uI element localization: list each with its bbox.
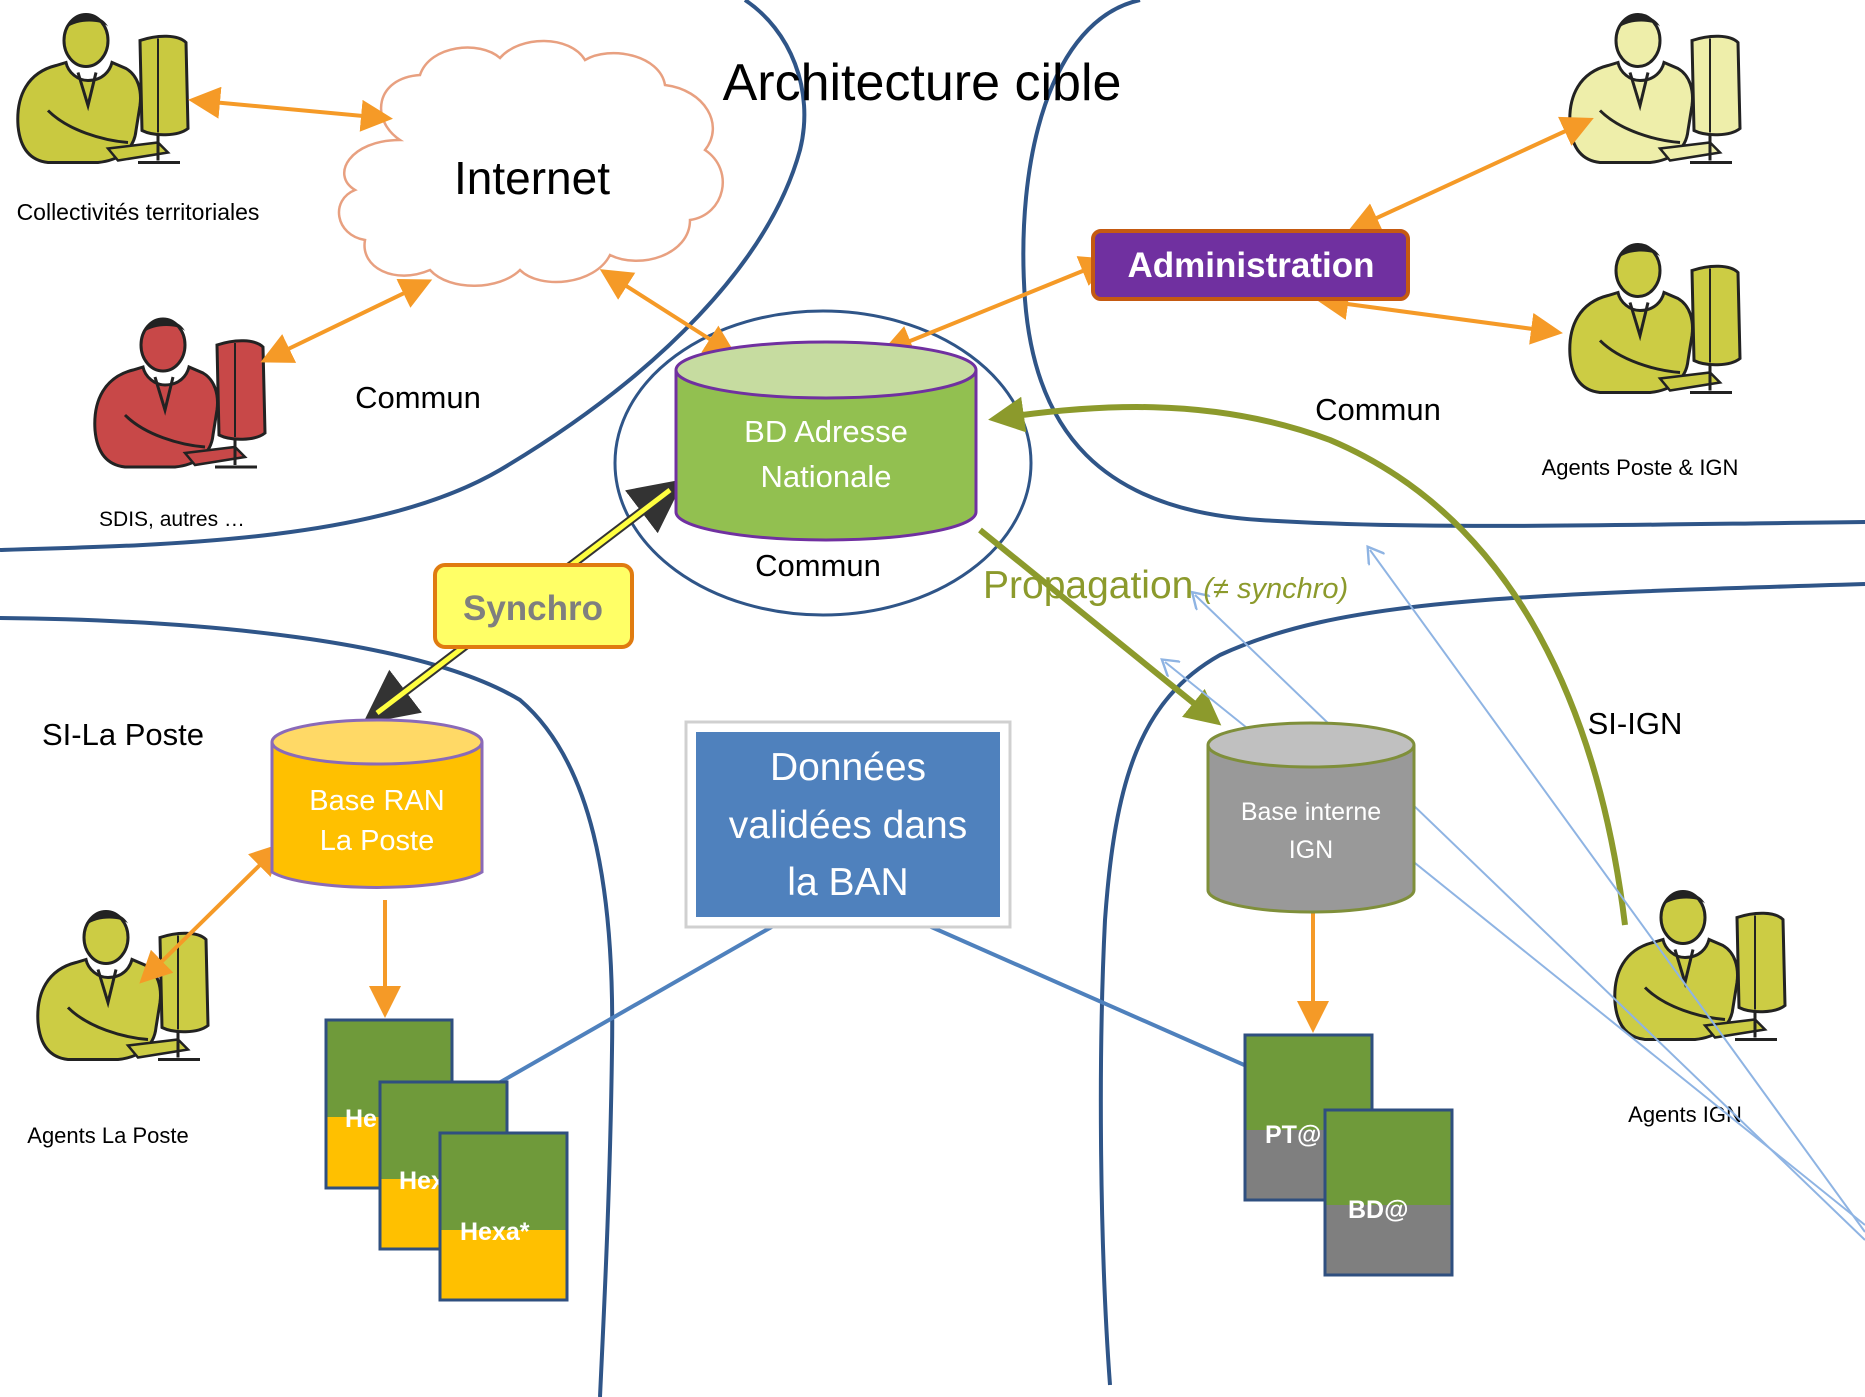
- administration-box: Administration: [1091, 229, 1410, 301]
- product-card: BD@: [1323, 1108, 1454, 1277]
- donnees-line2: validées dans: [729, 804, 968, 847]
- product-label: BD@: [1348, 1196, 1409, 1224]
- actor-label: Agents IGN: [1628, 1102, 1742, 1127]
- product-label: Hex: [399, 1167, 445, 1195]
- boundary-commun-left: [0, 0, 807, 552]
- donnees-box: Données validées dans la BAN: [684, 720, 1012, 929]
- arrow-agents-admin: [1347, 116, 1594, 233]
- boundary-commun-right: [1021, 0, 1865, 528]
- arrow-admin-agents: [1316, 288, 1563, 345]
- product-card: Hexa*: [438, 1131, 569, 1302]
- ign-database: Base interne IGN: [1206, 721, 1416, 914]
- arrow-sdis-internet: [260, 279, 433, 363]
- boundary-ign: [1098, 582, 1865, 1386]
- arrow-agents-ign-ban: [988, 396, 1628, 926]
- product-label: He: [345, 1105, 377, 1133]
- ran-label-line2: La Poste: [320, 825, 434, 857]
- donnees-line3: la BAN: [787, 861, 908, 904]
- arrow-ban-ign: [978, 527, 1222, 726]
- person-icon: [1568, 242, 1742, 395]
- page-title: Architecture cible: [723, 54, 1122, 112]
- product-label: Hexa*: [460, 1218, 530, 1246]
- ran-label-line1: Base RAN: [309, 785, 444, 817]
- arrow-collectivites-internet: [188, 86, 393, 132]
- synchro-box: Synchro: [433, 563, 634, 649]
- synchro-label: Synchro: [463, 589, 603, 628]
- ban-label-line2: Nationale: [761, 459, 892, 494]
- ign-label-line2: IGN: [1289, 836, 1333, 864]
- person-icon: [93, 317, 267, 469]
- propagation-arrows: [978, 396, 1628, 926]
- internet-cloud: Internet: [337, 39, 724, 287]
- person-icon: [36, 909, 210, 1062]
- donnees-arrows: [448, 920, 1293, 1112]
- boundary-laposte: [0, 616, 615, 1397]
- commun-ellipse: [613, 309, 1033, 617]
- ran-database: Base RAN La Poste: [270, 718, 484, 889]
- actor-label: Collectivités territoriales: [17, 199, 260, 225]
- person-icon: [16, 12, 190, 165]
- zone-label: SI-IGN: [1588, 706, 1683, 741]
- donnees-line1: Données: [770, 746, 926, 789]
- actor-label: Agents La Poste: [27, 1123, 188, 1148]
- zone-label: SI-La Poste: [42, 717, 204, 752]
- ign-products: PT@ BD@: [1243, 1033, 1454, 1277]
- zone-label: Commun: [755, 548, 881, 583]
- propagation-label: Propagation (≠ synchro): [983, 564, 1348, 607]
- actor-label: Agents Poste & IGN: [1542, 455, 1739, 480]
- propagation-note: (≠ synchro): [1203, 573, 1348, 605]
- zone-label: Commun: [1315, 392, 1441, 427]
- administration-label: Administration: [1128, 246, 1375, 285]
- arrow-internet-ban: [599, 269, 737, 357]
- ban-database: BD Adresse Nationale: [674, 340, 978, 542]
- arrow-ran-agents: [139, 843, 283, 984]
- ign-label-line1: Base interne: [1241, 798, 1381, 826]
- hexa-products: He Hex Hexa*: [324, 1018, 569, 1302]
- product-label: PT@: [1265, 1121, 1321, 1149]
- ban-label-line1: BD Adresse: [744, 414, 908, 449]
- orange-arrows: [139, 86, 1594, 1033]
- person-icon: [1568, 12, 1742, 165]
- person-icon: [1613, 889, 1787, 1042]
- propagation-main: Propagation: [983, 564, 1193, 607]
- arrow-admin-ban: [880, 256, 1113, 356]
- actor-label: SDIS, autres …: [99, 508, 245, 531]
- internet-label: Internet: [454, 152, 610, 204]
- zone-label: Commun: [355, 380, 481, 415]
